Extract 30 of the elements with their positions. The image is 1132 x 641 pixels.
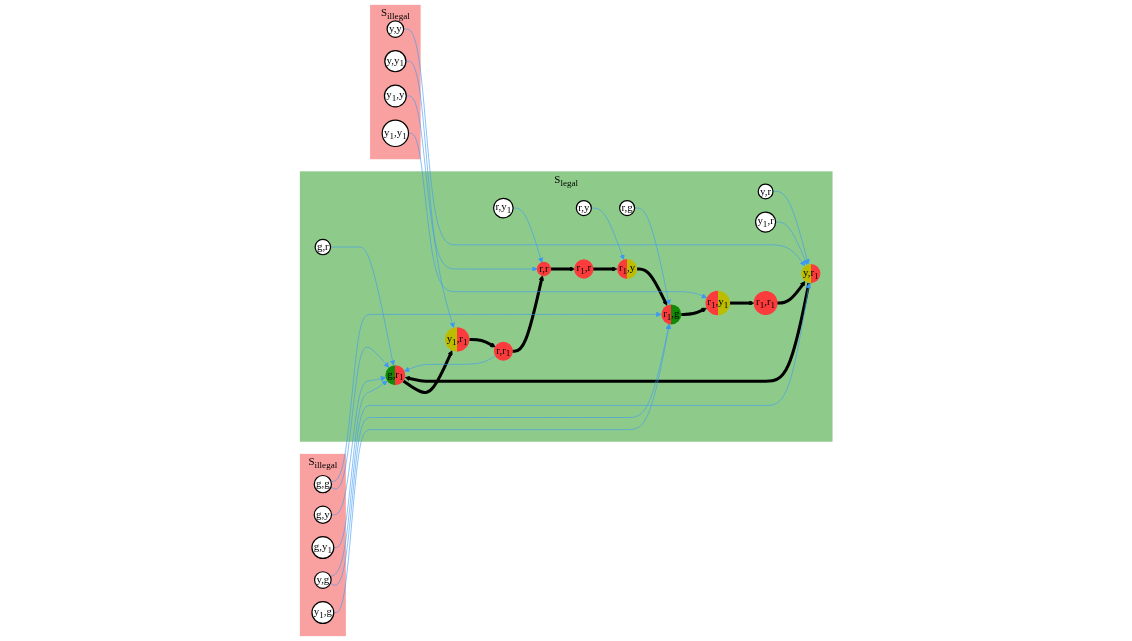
node-circle: y$_{1}$,y [383, 84, 407, 108]
node-circle: y$_{1}$,r$_{1}$ [444, 327, 470, 352]
node-circle: g,r [314, 238, 331, 256]
arrow [550, 266, 575, 272]
node-circle: r,y$_{1}$ [492, 197, 514, 219]
node-circle: y$_{1}$,y$_{1}$ [381, 119, 409, 148]
node-circle: g,g [313, 474, 332, 494]
arrow [681, 307, 707, 316]
node-circle: g,y$_{1}$ [311, 536, 335, 560]
node-circle: r,y [575, 199, 592, 217]
arrow [776, 281, 806, 305]
node-circle: r$_{1}$,r$_{1}$ [753, 291, 778, 316]
node-circle: r,r [536, 261, 551, 277]
arrow [512, 275, 544, 353]
arrow [592, 266, 618, 272]
node-circle: g,y [313, 505, 332, 524]
arrow [729, 300, 755, 306]
node-circle: r,r$_{1}$ [493, 341, 513, 361]
node-circle: y,y$_{1}$ [384, 50, 407, 73]
arrow [469, 337, 496, 348]
arrow [636, 267, 668, 306]
node-circle: r$_{1}$,y [616, 259, 637, 279]
node-circle: y$_{1}$,r [754, 211, 776, 233]
node-circle: r,g [618, 199, 635, 217]
node-circle: y,r [757, 183, 774, 200]
node-circle: y,y [386, 20, 405, 38]
node-circle: y,g [313, 571, 332, 589]
node-circle: y$_{1}$,g [311, 601, 335, 625]
arrow [402, 350, 453, 394]
node-circle: r$_{1}$,r [573, 259, 594, 279]
